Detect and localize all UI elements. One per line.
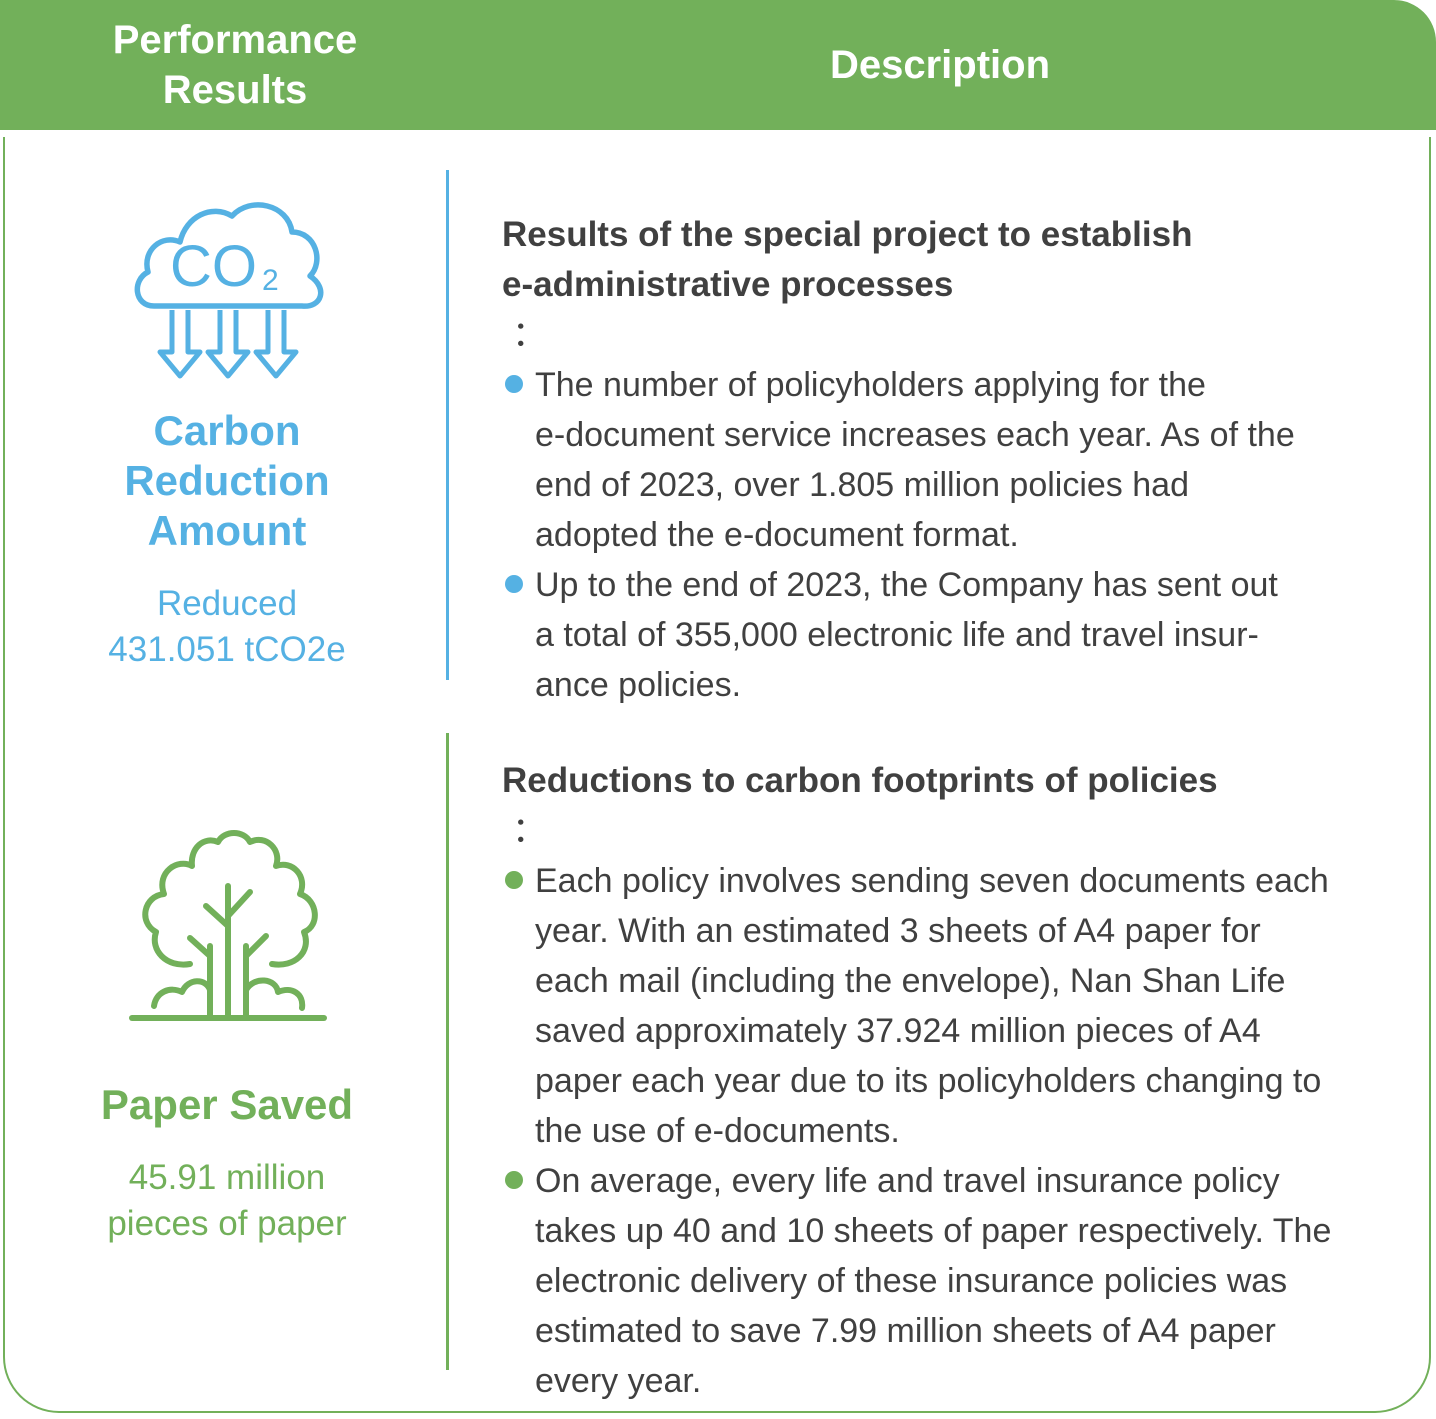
bullet-line: the use of e-documents. — [535, 1112, 900, 1150]
header-left-line: Results — [162, 68, 308, 112]
title-line: Reduction — [124, 457, 330, 504]
header-left-line: Performance — [112, 18, 358, 62]
value-line: 431.051 tCO2e — [108, 630, 346, 669]
description-heading: Results of the special project to establ… — [502, 210, 1402, 360]
paper-saved-value: 45.91 million pieces of paper — [20, 1155, 434, 1247]
paper-saved-title: Paper Saved — [20, 1080, 434, 1130]
table-body-frame — [3, 137, 1431, 1413]
bullet-line: ance policies. — [535, 666, 742, 704]
bullet-line: year. With an estimated 3 sheets of A4 p… — [535, 912, 1261, 950]
heading-line: Reductions to carbon footprints of polic… — [502, 756, 1402, 856]
value-line: 45.91 million — [128, 1158, 326, 1197]
bullet-line: The number of policyholders applying for… — [535, 366, 1206, 404]
header-performance-results: Performance Results — [20, 0, 450, 130]
title-line: Paper Saved — [100, 1081, 354, 1128]
list-item: The number of policyholders applying for… — [502, 360, 1402, 560]
paper-description: Reductions to carbon footprints of polic… — [502, 756, 1402, 1406]
bullet-dot-icon — [505, 1171, 523, 1189]
bullet-dot-icon — [505, 575, 523, 593]
header-description: Description — [829, 43, 1051, 87]
list-item: Each policy involves sending seven docum… — [502, 856, 1402, 1156]
bullet-line: end of 2023, over 1.805 million policies… — [535, 466, 1189, 504]
title-line: Amount — [147, 507, 307, 554]
bullet-line: takes up 40 and 10 sheets of paper respe… — [535, 1212, 1332, 1250]
tree-icon — [129, 830, 327, 1021]
bullet-line: electronic delivery of these insurance p… — [535, 1262, 1288, 1300]
bullet-line: paper each year due to its policyholders… — [535, 1062, 1322, 1100]
bullet-line: On average, every life and travel insura… — [535, 1162, 1280, 1200]
heading-line: Results of the special project to establ… — [502, 215, 1193, 254]
bullet-line: e-document service increases each year. … — [535, 416, 1295, 454]
heading-colon: ： — [512, 315, 548, 354]
value-line: pieces of paper — [107, 1204, 347, 1243]
description-heading: Reductions to carbon footprints of polic… — [502, 756, 1402, 856]
co2-text: CO — [170, 234, 257, 299]
bullet-line: a total of 355,000 electronic life and t… — [535, 616, 1259, 654]
list-item: Up to the end of 2023, the Company has s… — [502, 560, 1402, 710]
table-header: Performance Results Description — [0, 0, 1436, 130]
carbon-reduction-value: Reduced 431.051 tCO2e — [20, 581, 434, 673]
bullet-line: saved approximately 37.924 million piece… — [535, 1012, 1261, 1050]
co2-cloud-icon: CO 2 — [134, 202, 324, 379]
bullet-dot-icon — [505, 871, 523, 889]
row-divider-paper — [446, 733, 449, 1370]
co2-subscript: 2 — [262, 264, 279, 297]
bullet-dot-icon — [505, 375, 523, 393]
bullet-line: estimated to save 7.99 million sheets of… — [535, 1312, 1276, 1350]
heading-colon: ： — [512, 811, 548, 850]
bullet-line: each mail (including the envelope), Nan … — [535, 962, 1286, 1000]
heading-line: e-administrative processes： — [502, 260, 1402, 360]
bullet-line: adopted the e-document format. — [535, 516, 1019, 554]
list-item: On average, every life and travel insura… — [502, 1156, 1402, 1406]
title-line: Carbon — [153, 407, 301, 454]
bullet-line: every year. — [535, 1362, 702, 1400]
row-divider-carbon — [446, 170, 449, 680]
value-line: Reduced — [156, 584, 298, 623]
bullet-line: Up to the end of 2023, the Company has s… — [535, 566, 1278, 604]
carbon-description: Results of the special project to establ… — [502, 210, 1402, 710]
bullet-line: Each policy involves sending seven docum… — [535, 862, 1329, 900]
carbon-reduction-title: Carbon Reduction Amount — [20, 406, 434, 556]
